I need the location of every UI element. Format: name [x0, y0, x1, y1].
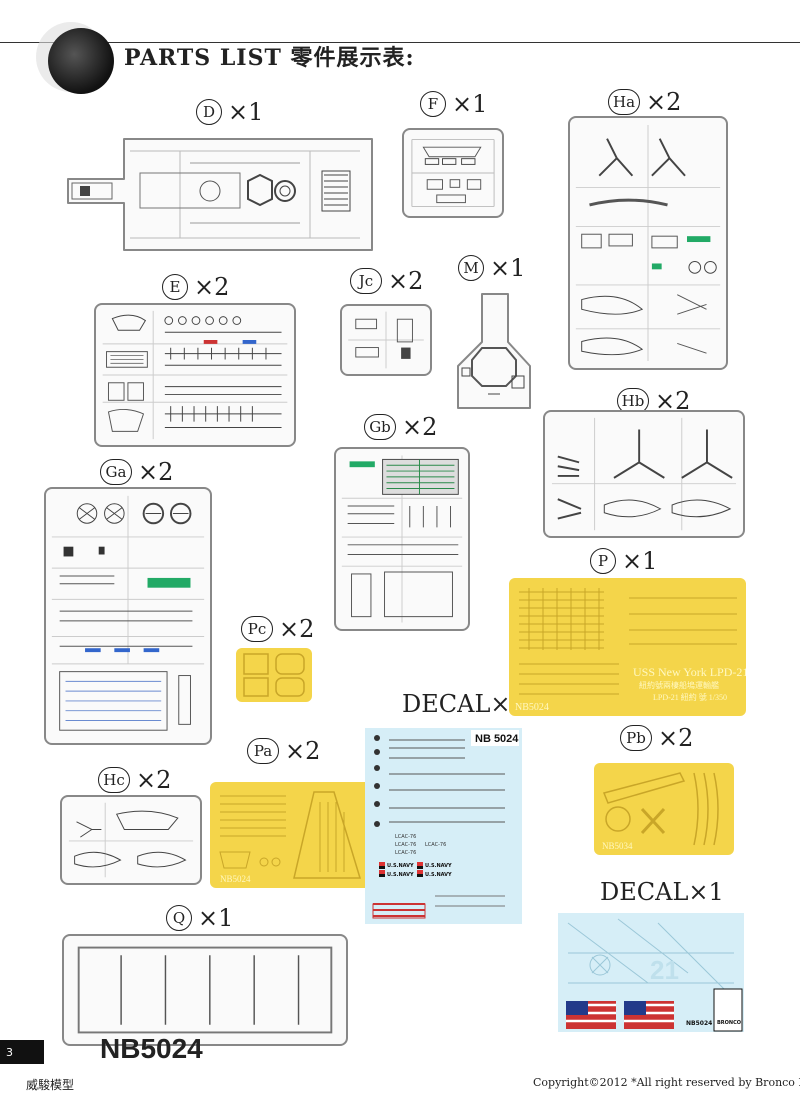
sprue-Jc	[340, 304, 432, 376]
label-part-F: F×1	[420, 90, 487, 118]
model-code: NB5024	[100, 1033, 203, 1064]
header-rule	[0, 42, 800, 43]
label-part-P: P×1	[590, 547, 657, 575]
decal-1-code: NB 5024	[475, 733, 519, 745]
photo-etch-Pc	[236, 648, 312, 702]
page-number: 3	[0, 1040, 44, 1064]
sprue-E	[94, 303, 296, 447]
svg-text:U.S.NAVY: U.S.NAVY	[425, 863, 452, 869]
decal-deck-number: 21	[650, 955, 679, 985]
sprue-Hb	[543, 410, 745, 538]
decal-2-code: NB5024	[686, 1020, 712, 1027]
label-part-Hc: Hc×2	[98, 766, 171, 794]
pe-ship-sub: LPD-21 紐約 號 1/350	[653, 692, 727, 702]
pe-ship-name-cn: 紐約號兩棲船塢運輸艦	[639, 680, 719, 690]
decal-label-2: DECAL×1	[600, 878, 724, 906]
sprue-Ga	[44, 487, 212, 745]
decal-brand: BRONCO	[717, 1020, 741, 1026]
svg-text:LCAC-76: LCAC-76	[395, 842, 416, 848]
header-logo-disc	[48, 28, 114, 94]
photo-etch-Pa: NB5024	[210, 782, 372, 888]
label-part-Pc: Pc×2	[241, 615, 314, 643]
sprue-D	[60, 133, 376, 256]
label-part-Jc: Jc×2	[350, 267, 423, 295]
label-part-Q: Q×1	[166, 904, 233, 932]
decal-label-1: DECAL×1	[402, 690, 526, 718]
pe-P-code: NB5024	[515, 702, 549, 713]
photo-etch-P: USS New York LPD-21 紐約號兩棲船塢運輸艦 LPD-21 紐約…	[509, 578, 746, 716]
pe-Pa-code: NB5024	[220, 874, 251, 884]
decal-sheet-2: 21 BRONCO NB5024	[558, 913, 744, 1032]
label-part-Ha: Ha×2	[608, 88, 681, 116]
svg-text:LCAC-76: LCAC-76	[395, 850, 416, 856]
label-part-Ga: Ga×2	[100, 458, 173, 486]
page-title: PARTS LIST 零件展示表:	[124, 45, 415, 71]
sprue-Hc	[60, 795, 202, 885]
label-part-M: M×1	[458, 254, 525, 282]
label-part-Gb: Gb×2	[364, 413, 437, 441]
label-part-Pa: Pa×2	[247, 737, 320, 765]
sprue-F	[402, 128, 504, 218]
copyright: Copyright©2012 *All right reserved by Br…	[533, 1076, 800, 1089]
svg-text:LCAC-76: LCAC-76	[425, 842, 446, 848]
svg-text:LCAC-76: LCAC-76	[395, 834, 416, 840]
sprue-Ha	[568, 116, 728, 370]
label-part-Pb: Pb×2	[620, 724, 693, 752]
svg-text:U.S.NAVY: U.S.NAVY	[387, 872, 414, 878]
label-part-D: D×1	[196, 98, 263, 126]
pe-Pb-code: NB5034	[602, 841, 633, 851]
sprue-M	[454, 290, 534, 410]
svg-text:U.S.NAVY: U.S.NAVY	[387, 863, 414, 869]
sprue-Q	[62, 934, 348, 1046]
photo-etch-Pb: NB5034	[594, 763, 734, 855]
pe-ship-name: USS New York LPD-21	[633, 665, 746, 679]
svg-text:U.S.NAVY: U.S.NAVY	[425, 872, 452, 878]
decal-sheet-1: NB 5024 LCAC-76 LCAC-76 LCAC-76 LCAC-76 …	[365, 728, 522, 924]
sprue-Gb	[334, 447, 470, 631]
brand-cn: 威駿模型	[26, 1078, 75, 1092]
label-part-E: E×2	[162, 273, 229, 301]
